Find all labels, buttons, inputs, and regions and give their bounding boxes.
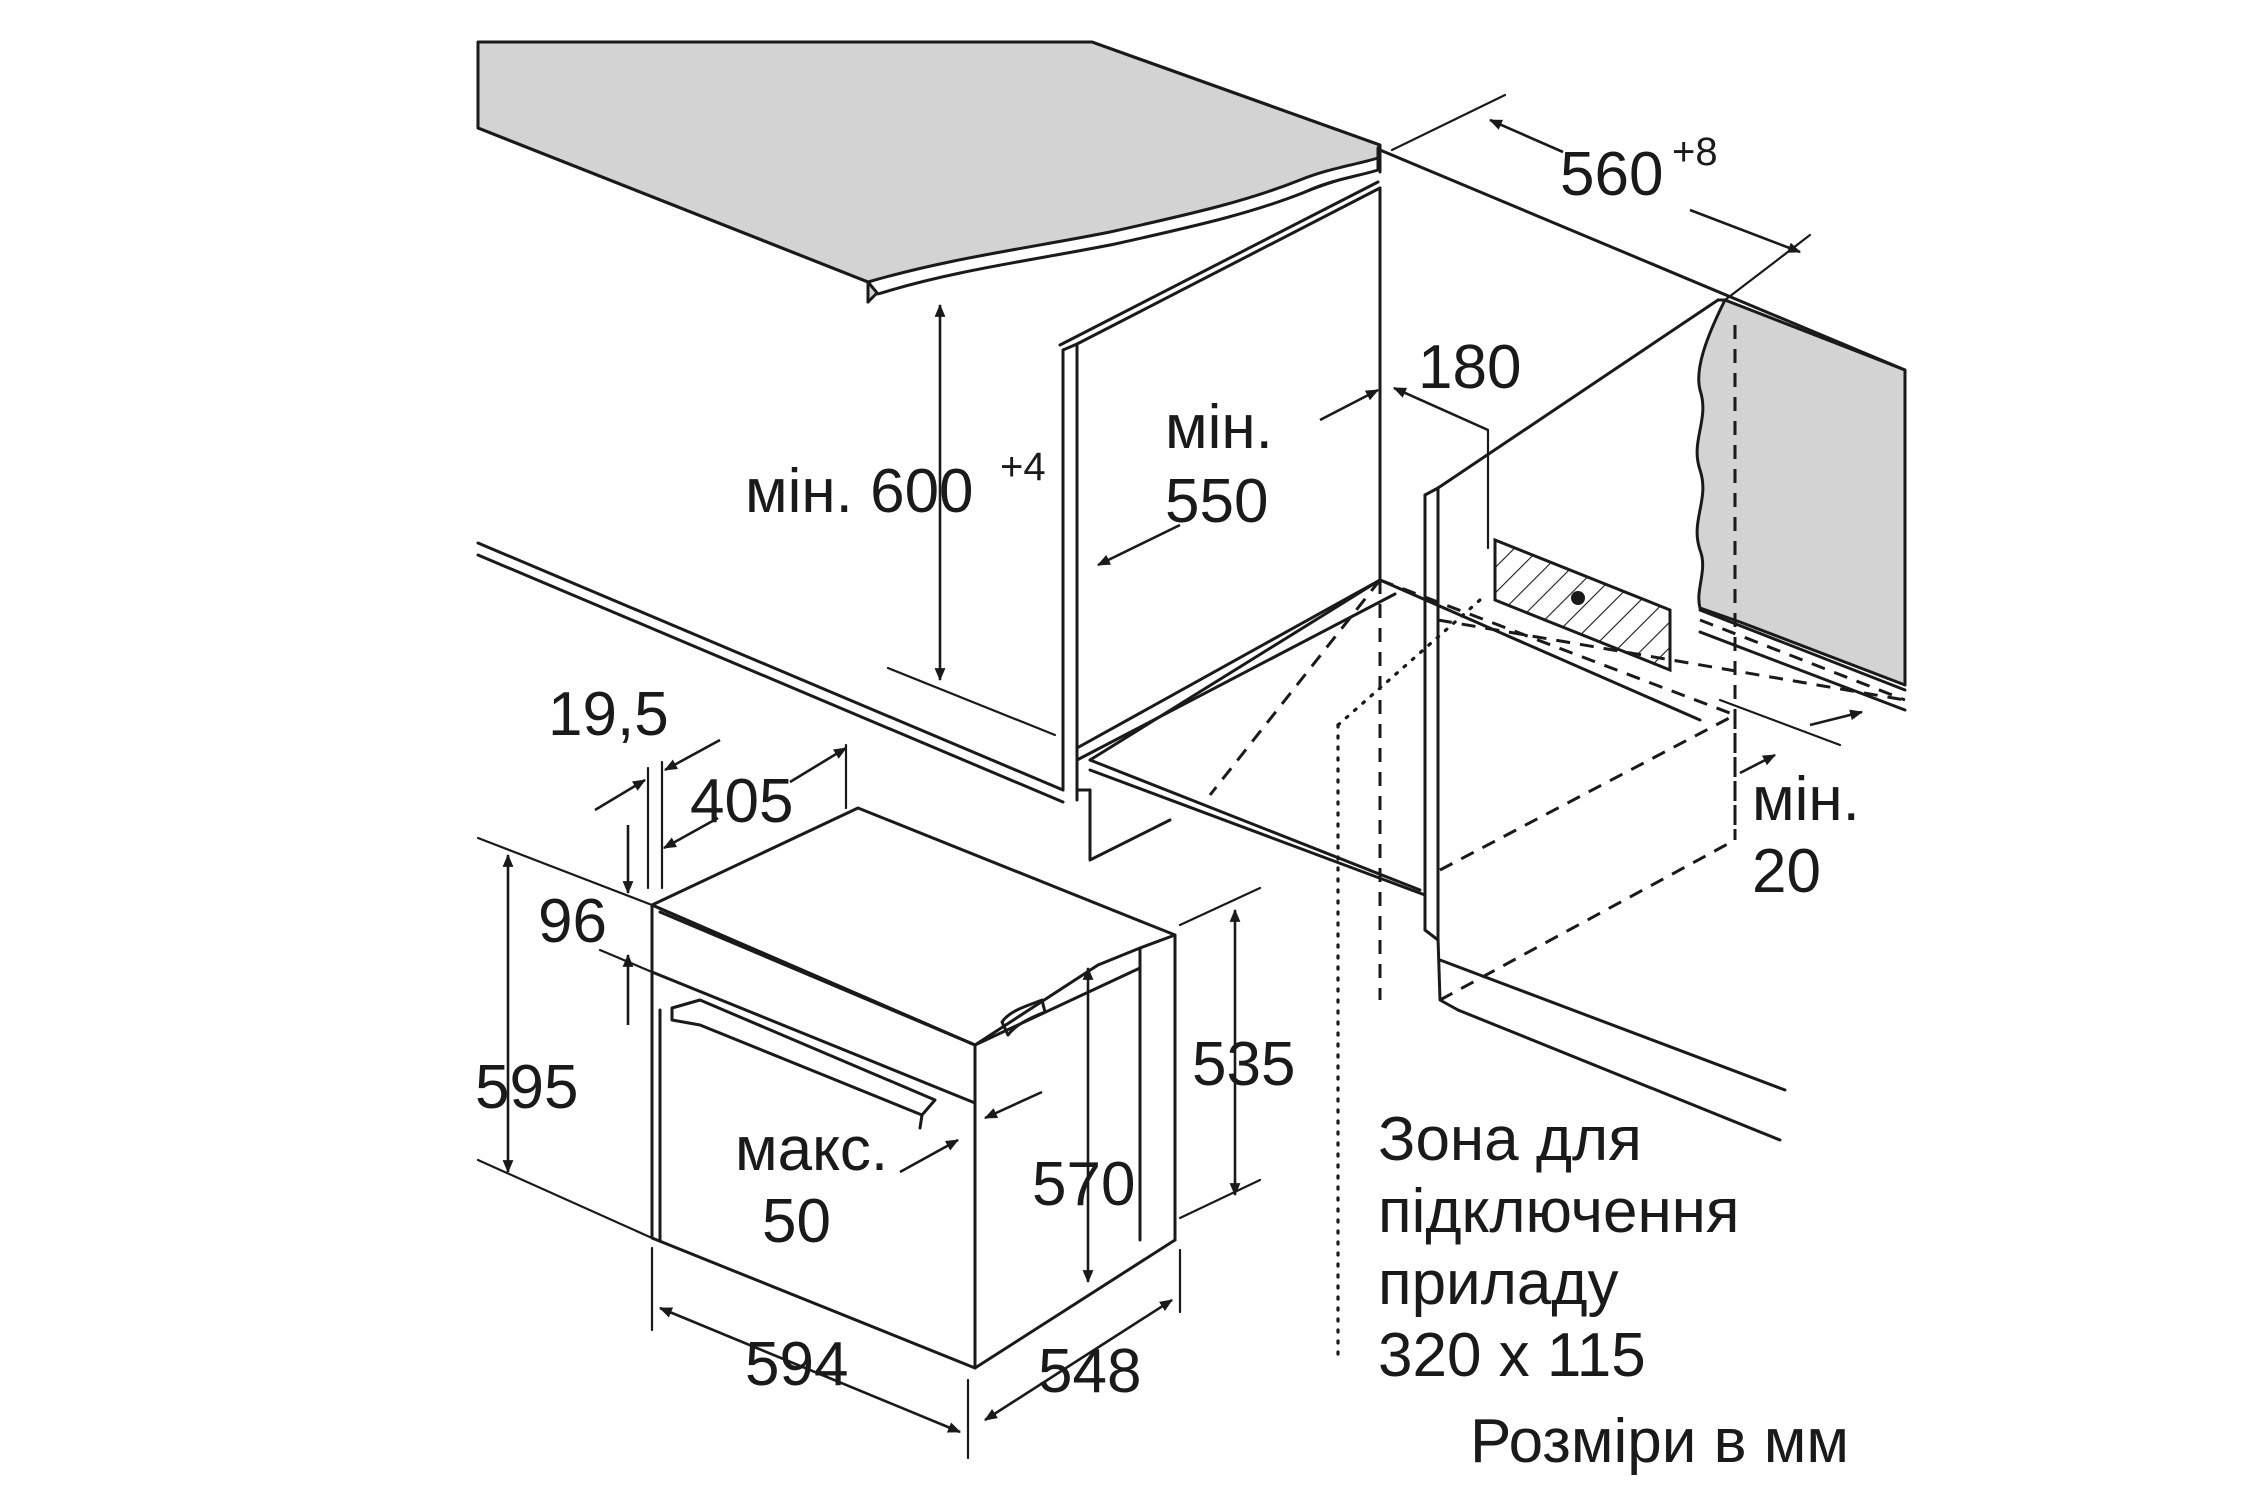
label-max-line1: макс.	[735, 1115, 888, 1184]
units-note: Розміри в мм	[1470, 1407, 1849, 1476]
label-96: 96	[538, 887, 607, 956]
label-548: 548	[1038, 1337, 1141, 1406]
label-19-5: 19,5	[548, 680, 669, 749]
label-zone-line2: підключення	[1378, 1177, 1740, 1246]
worktop	[476, 40, 1382, 304]
niche-hidden-edges	[1208, 325, 1906, 1362]
connection-zone	[1493, 537, 1672, 673]
label-560: 560	[1560, 140, 1663, 209]
oven	[650, 806, 1177, 1370]
label-min-20-line2: 20	[1752, 837, 1821, 906]
label-min-550-line2: 550	[1165, 467, 1268, 536]
label-zone-line3: приладу	[1378, 1249, 1619, 1318]
label-min-20-line1: мін.	[1752, 765, 1860, 834]
label-405: 405	[690, 767, 793, 836]
label-535: 535	[1192, 1030, 1295, 1099]
label-min-550-line1: мін.	[1165, 393, 1273, 462]
label-max-line2: 50	[762, 1187, 831, 1256]
label-zone-line1: Зона для	[1378, 1105, 1642, 1174]
label-180: 180	[1418, 333, 1521, 402]
label-570: 570	[1032, 1150, 1135, 1219]
label-594: 594	[745, 1330, 848, 1399]
label-560-tolerance: +8	[1672, 130, 1718, 174]
label-595: 595	[475, 1053, 578, 1122]
cabinet	[476, 180, 1787, 1142]
label-min-600-tolerance: +4	[1000, 445, 1046, 489]
label-min-600: мін. 600	[745, 457, 974, 526]
dimension-labels: 560 +8 180 мін. 600 +4 мін. 550 19,5 405…	[475, 130, 1860, 1476]
dimension-lines	[476, 93, 1864, 1460]
label-zone-line4: 320 x 115	[1378, 1321, 1646, 1390]
